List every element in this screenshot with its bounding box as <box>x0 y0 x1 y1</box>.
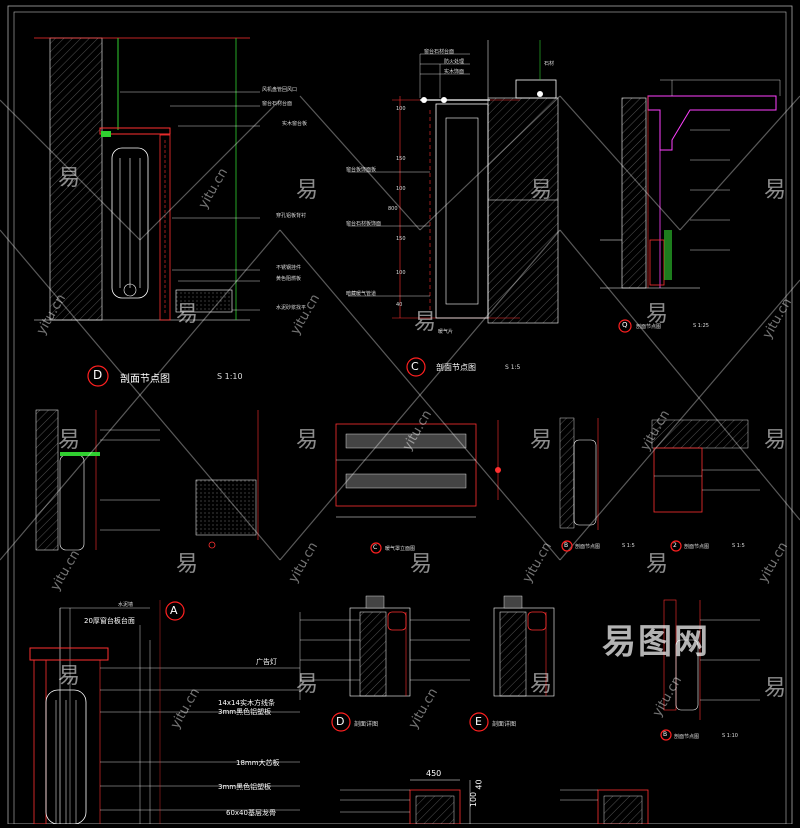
mid-view2-scale: S 1:5 <box>622 543 635 549</box>
c-callout-2: 防火处理 <box>444 59 465 65</box>
watermark-cn: 易 <box>646 302 669 327</box>
watermark-cn: 易 <box>764 676 787 701</box>
section-de-drawings <box>299 595 555 700</box>
a-label-20: 20厚窗台板台面 <box>84 617 135 625</box>
mid-view1-title: 暖气罩立面图 <box>385 546 416 552</box>
d-callout-1: 风机盘管回风口 <box>262 87 298 93</box>
section-d-scale: S 1:10 <box>217 372 243 381</box>
watermark-cn: 易 <box>296 428 319 453</box>
bottom-drawings <box>340 779 649 825</box>
c-callout-7: 暗藏暖气管道 <box>346 291 377 297</box>
c-dim-5: 150 <box>396 236 406 242</box>
c-dim-1: 100 <box>396 106 406 112</box>
badge-circles <box>87 319 682 741</box>
section-e-title: 剖面详图 <box>492 721 517 728</box>
badge-mid3-letter: 2 <box>673 542 677 549</box>
d-callout-6: 黄色阻燃板 <box>276 276 302 282</box>
section-c-scale: S 1:5 <box>505 364 521 371</box>
watermark-cn: 易 <box>414 310 437 335</box>
badge-mid1-letter: C <box>373 544 378 551</box>
section-c-title: 剖面节点图 <box>436 363 476 372</box>
c-callout-4: 石材 <box>544 61 555 67</box>
watermark-cn: 易 <box>58 428 81 453</box>
badge-c-circle <box>406 357 426 377</box>
c-dim-7: 40 <box>396 302 403 308</box>
badge-q-circle <box>618 319 632 333</box>
a-label-18: 18mm大芯板 <box>236 759 280 767</box>
mid-row-drawings <box>35 409 760 551</box>
d-callout-2: 窗台石材台面 <box>262 101 293 107</box>
mid-view3-title: 剖面节点图 <box>684 544 710 550</box>
c-callout-3: 实木饰面 <box>444 69 465 75</box>
bottom-dim-450: 450 <box>426 769 442 778</box>
c-dim-6: 100 <box>396 270 406 276</box>
a-top-label: 水泥墙 <box>118 602 134 608</box>
c-dim-4: 800 <box>388 206 398 212</box>
c-dim-3: 100 <box>396 186 406 192</box>
section-d2-title: 剖面详图 <box>354 721 379 728</box>
watermark-cn: 易 <box>646 552 669 577</box>
badge-mid2-circle <box>561 540 573 552</box>
watermark-cn: 易 <box>58 664 81 689</box>
watermark-cn: 易 <box>410 552 433 577</box>
c-dim-2: 150 <box>396 156 406 162</box>
watermark-cn: 易 <box>176 552 199 577</box>
a-label-gs: 广告灯 <box>256 658 277 666</box>
section-d-drawing <box>34 37 260 321</box>
badge-d-letter: D <box>93 368 103 382</box>
c-callout-8: 暖气片 <box>438 329 454 335</box>
d-callout-5: 不锈钢挂件 <box>276 265 302 271</box>
watermark-cn: 易 <box>530 428 553 453</box>
bottom-dim-100: 100 <box>469 791 479 808</box>
mid-view2-title: 剖面节点图 <box>575 544 601 550</box>
section-q-title: 剖面节点图 <box>636 324 662 330</box>
badge-c-letter: C <box>411 360 419 373</box>
c-callout-5: 窗台板饰面板 <box>346 167 377 173</box>
d-callout-7: 水泥砂浆找平 <box>276 305 307 311</box>
badge-b-circle <box>660 729 672 741</box>
watermark-cn: 易 <box>764 178 787 203</box>
section-b-scale: S 1:10 <box>722 733 738 739</box>
bottom-dim-40: 40 <box>474 779 484 790</box>
badge-mid2-letter: B <box>564 542 569 549</box>
section-c-drawing <box>348 40 559 324</box>
watermark-lines <box>0 95 800 561</box>
section-q-drawing <box>600 79 781 289</box>
badge-mid1-circle <box>370 542 382 554</box>
badge-mid3-circle <box>670 540 682 552</box>
c-callout-1: 窗台石材台面 <box>424 49 455 55</box>
badge-q-letter: Q <box>622 321 628 329</box>
badge-a-letter: A <box>170 604 178 617</box>
badge-e-circle <box>469 712 489 732</box>
d-callout-4: 穿孔铝板背衬 <box>276 213 307 219</box>
watermark-cn: 易 <box>58 166 81 191</box>
a-label-60: 60x40基层龙骨 <box>226 809 276 817</box>
c-callout-6: 窗台石材板饰面 <box>346 221 382 227</box>
a-label-3mm: 3mm黑色铝塑板 <box>218 708 272 716</box>
a-label-14: 14x14实木方线条 <box>218 699 275 707</box>
badge-a-circle <box>165 601 185 621</box>
watermark-cn: 易 <box>530 672 553 697</box>
section-a-drawing <box>29 600 300 825</box>
mid-view3-scale: S 1:5 <box>732 543 745 549</box>
watermark-cn: 易 <box>296 178 319 203</box>
section-b-title: 剖面节点图 <box>674 734 700 740</box>
badge-d2-circle <box>331 712 351 732</box>
a-label-3mm2: 3mm黑色铝塑板 <box>218 783 272 791</box>
watermark-cn: 易 <box>530 178 553 203</box>
badge-e-letter: E <box>475 715 482 728</box>
section-d-title: 剖面节点图 <box>120 374 170 385</box>
section-q-scale: S 1:25 <box>693 323 709 329</box>
watermark-cn: 易 <box>176 302 199 327</box>
d-callout-3: 实木窗台板 <box>282 121 308 127</box>
watermark-cn: 易 <box>296 672 319 697</box>
section-b-drawing <box>663 599 760 720</box>
badge-b-letter: B <box>663 731 668 738</box>
badge-d2-letter: D <box>336 715 345 728</box>
watermark-cn: 易 <box>764 428 787 453</box>
watermark-brand-logo: 易图网 <box>602 622 710 662</box>
badge-d-circle <box>87 365 109 387</box>
